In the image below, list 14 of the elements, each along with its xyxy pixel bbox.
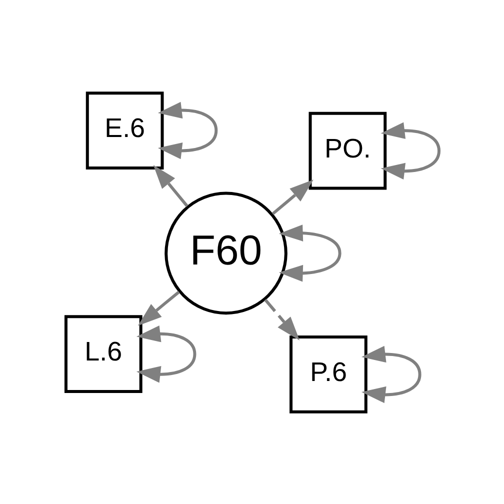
arrow (380, 122, 440, 180)
arrow (278, 224, 341, 282)
node-box: L.6 (64, 314, 142, 393)
arrow (152, 164, 188, 207)
arrow (264, 298, 300, 340)
arrow (271, 179, 313, 215)
arrow (136, 324, 196, 382)
node-box: PO. (308, 111, 386, 190)
node-box: E.6 (85, 91, 164, 169)
arrow (157, 101, 218, 159)
node-box: P.6 (289, 335, 367, 413)
node-circle: F60 (164, 191, 287, 314)
arrow (137, 290, 180, 326)
arrow (360, 345, 421, 403)
